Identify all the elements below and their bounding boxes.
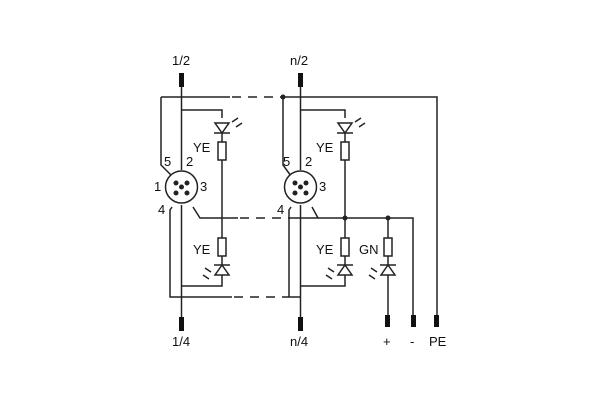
label-bottom-left: 1/4 <box>172 334 190 349</box>
label-minus: - <box>410 334 414 349</box>
led-label-left-bottom: YE <box>193 242 211 257</box>
diode-right-bottom-gn <box>379 263 397 276</box>
wire-left-led-top-feed <box>181 109 223 118</box>
pin-label-2: 2 <box>305 154 312 169</box>
label-bottom-mid: n/4 <box>290 334 308 349</box>
diode-left-top <box>213 122 231 135</box>
led-label-left-top: YE <box>193 140 211 155</box>
terminal-bottom-left <box>179 317 184 331</box>
wire-right-pin5 <box>282 97 292 177</box>
diode-left-bottom <box>213 263 231 276</box>
resistor-left-top <box>217 141 227 161</box>
pin-label-3: 3 <box>319 179 326 194</box>
terminal-pe <box>434 315 439 327</box>
led-light-icon <box>325 267 335 280</box>
led-label-right-top: YE <box>316 140 334 155</box>
pin-label-4: 4 <box>277 202 284 217</box>
diode-right-bottom-ye <box>336 263 354 276</box>
pin-label-1: 1 <box>154 179 161 194</box>
diode-right-top <box>336 122 354 135</box>
led-label-right-bottom-ye: YE <box>316 242 334 257</box>
terminal-top-mid <box>298 73 303 87</box>
terminal-bottom-mid <box>298 317 303 331</box>
pin-label-4: 4 <box>158 202 165 217</box>
terminal-top-left <box>179 73 184 87</box>
label-plus: + <box>383 334 391 349</box>
led-light-icon <box>368 267 378 280</box>
pin-label-3: 3 <box>200 179 207 194</box>
label-top-left: 1/2 <box>172 53 190 68</box>
terminal-minus <box>411 315 416 327</box>
led-label-right-bottom-gn: GN <box>359 242 379 257</box>
label-pe: PE <box>429 334 447 349</box>
resistor-right-bottom-ye <box>340 237 350 257</box>
terminal-plus <box>385 315 390 327</box>
wire-left-pin5 <box>160 97 173 177</box>
led-light-icon <box>202 267 212 280</box>
led-light-icon <box>231 117 243 128</box>
wire-left-mid-bus <box>192 206 238 219</box>
pin-label-2: 2 <box>186 154 193 169</box>
wire-right-led-top-feed <box>300 109 346 118</box>
wire-left-bottom-bus <box>169 206 232 298</box>
resistor-right-bottom-gn <box>383 237 393 257</box>
resistor-left-bottom <box>217 237 227 257</box>
pin-label-5: 5 <box>164 154 171 169</box>
wire-pe <box>283 96 438 315</box>
resistor-right-top <box>340 141 350 161</box>
pin-label-5: 5 <box>283 154 290 169</box>
wire-minus <box>290 217 414 315</box>
led-light-icon <box>354 117 366 128</box>
label-top-mid: n/2 <box>290 53 308 68</box>
